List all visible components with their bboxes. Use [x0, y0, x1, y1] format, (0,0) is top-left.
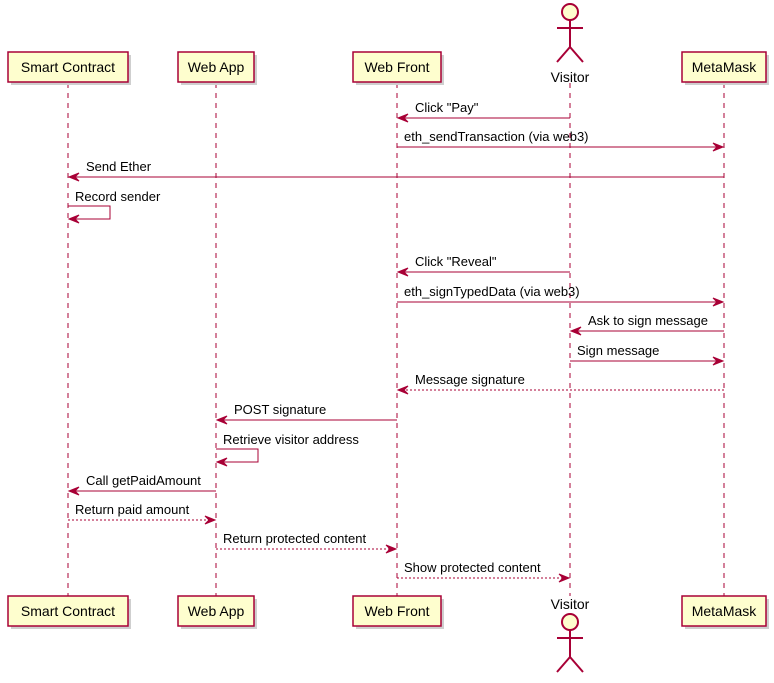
arrowhead-icon — [396, 267, 409, 277]
message-label: Message signature — [415, 372, 525, 387]
participant-metamask-top: MetaMask — [681, 51, 769, 85]
message-label: Sign message — [577, 343, 659, 358]
participant-metamask-bottom: MetaMask — [681, 595, 769, 629]
participant-front-top: Web Front — [352, 51, 444, 85]
arrowhead-icon — [215, 457, 228, 467]
message-line — [216, 448, 259, 463]
message-4: Record sender — [67, 189, 161, 224]
message-12: Call getPaidAmount — [67, 473, 216, 496]
participant-label: Smart Contract — [21, 59, 115, 75]
participant-box — [177, 595, 255, 627]
arrowhead-icon — [558, 573, 571, 583]
participant-box — [681, 51, 767, 83]
participant-label: Web Front — [364, 603, 429, 619]
arrowhead-icon — [712, 297, 725, 307]
arrowhead-icon — [204, 515, 217, 525]
participant-box — [7, 51, 129, 83]
participants-bottom: Smart Contract Web App Web Front Visitor Met… — [7, 595, 769, 673]
message-label: eth_sendTransaction (via web3) — [404, 129, 589, 144]
arrowhead-icon — [396, 113, 409, 123]
message-7: Ask to sign message — [569, 313, 724, 336]
participant-label: MetaMask — [692, 59, 758, 75]
message-label: POST signature — [234, 402, 326, 417]
message-13: Return paid amount — [68, 502, 217, 525]
participant-label: Web Front — [364, 59, 429, 75]
participant-webapp-top: Web App — [177, 51, 257, 85]
message-6: eth_signTypedData (via web3) — [397, 284, 725, 307]
participant-label: MetaMask — [692, 603, 758, 619]
message-label: Call getPaidAmount — [86, 473, 201, 488]
message-label: Click "Pay" — [415, 100, 479, 115]
message-label: Return protected content — [223, 531, 366, 546]
message-10: POST signature — [215, 402, 397, 425]
participant-front-bottom: Web Front — [352, 595, 444, 629]
message-8: Sign message — [570, 343, 725, 366]
message-9: Message signature — [396, 372, 724, 395]
message-label: Show protected content — [404, 560, 541, 575]
message-11: Retrieve visitor address — [215, 432, 359, 467]
message-5: Click "Reveal" — [396, 254, 570, 277]
messages: Click "Pay" eth_sendTransaction (via web3… — [67, 100, 725, 583]
actor-visitor-top: Visitor — [551, 3, 590, 85]
message-15: Show protected content — [397, 560, 571, 583]
participant-box — [352, 595, 442, 627]
stick-figure-icon — [556, 3, 584, 63]
message-label: Record sender — [75, 189, 161, 204]
participant-contract-top: Smart Contract — [7, 51, 131, 85]
stick-figure-icon — [556, 613, 584, 673]
message-2: eth_sendTransaction (via web3) — [397, 129, 725, 152]
message-label: eth_signTypedData (via web3) — [404, 284, 580, 299]
participant-label: Smart Contract — [21, 603, 115, 619]
participant-label: Web App — [188, 59, 245, 75]
message-label: Click "Reveal" — [415, 254, 497, 269]
participant-box — [177, 51, 255, 83]
arrowhead-icon — [67, 172, 80, 182]
arrowhead-icon — [385, 544, 398, 554]
message-line — [68, 205, 111, 220]
arrowhead-icon — [712, 356, 725, 366]
arrowhead-icon — [67, 486, 80, 496]
message-label: Return paid amount — [75, 502, 190, 517]
participant-box — [7, 595, 129, 627]
arrowhead-icon — [712, 142, 725, 152]
actor-visitor-bottom: Visitor — [551, 596, 590, 673]
participant-webapp-bottom: Web App — [177, 595, 257, 629]
message-label: Ask to sign message — [588, 313, 708, 328]
lifelines — [67, 83, 725, 596]
message-3: Send Ether — [67, 159, 724, 182]
actor-label: Visitor — [551, 596, 590, 612]
message-label: Retrieve visitor address — [223, 432, 359, 447]
arrowhead-icon — [67, 214, 80, 224]
arrowhead-icon — [396, 385, 409, 395]
participant-box — [681, 595, 767, 627]
message-14: Return protected content — [216, 531, 398, 554]
message-label: Send Ether — [86, 159, 152, 174]
message-1: Click "Pay" — [396, 100, 570, 123]
actor-label: Visitor — [551, 69, 590, 85]
arrowhead-icon — [215, 415, 228, 425]
participant-box — [352, 51, 442, 83]
participant-label: Web App — [188, 603, 245, 619]
arrowhead-icon — [569, 326, 582, 336]
participant-contract-bottom: Smart Contract — [7, 595, 131, 629]
